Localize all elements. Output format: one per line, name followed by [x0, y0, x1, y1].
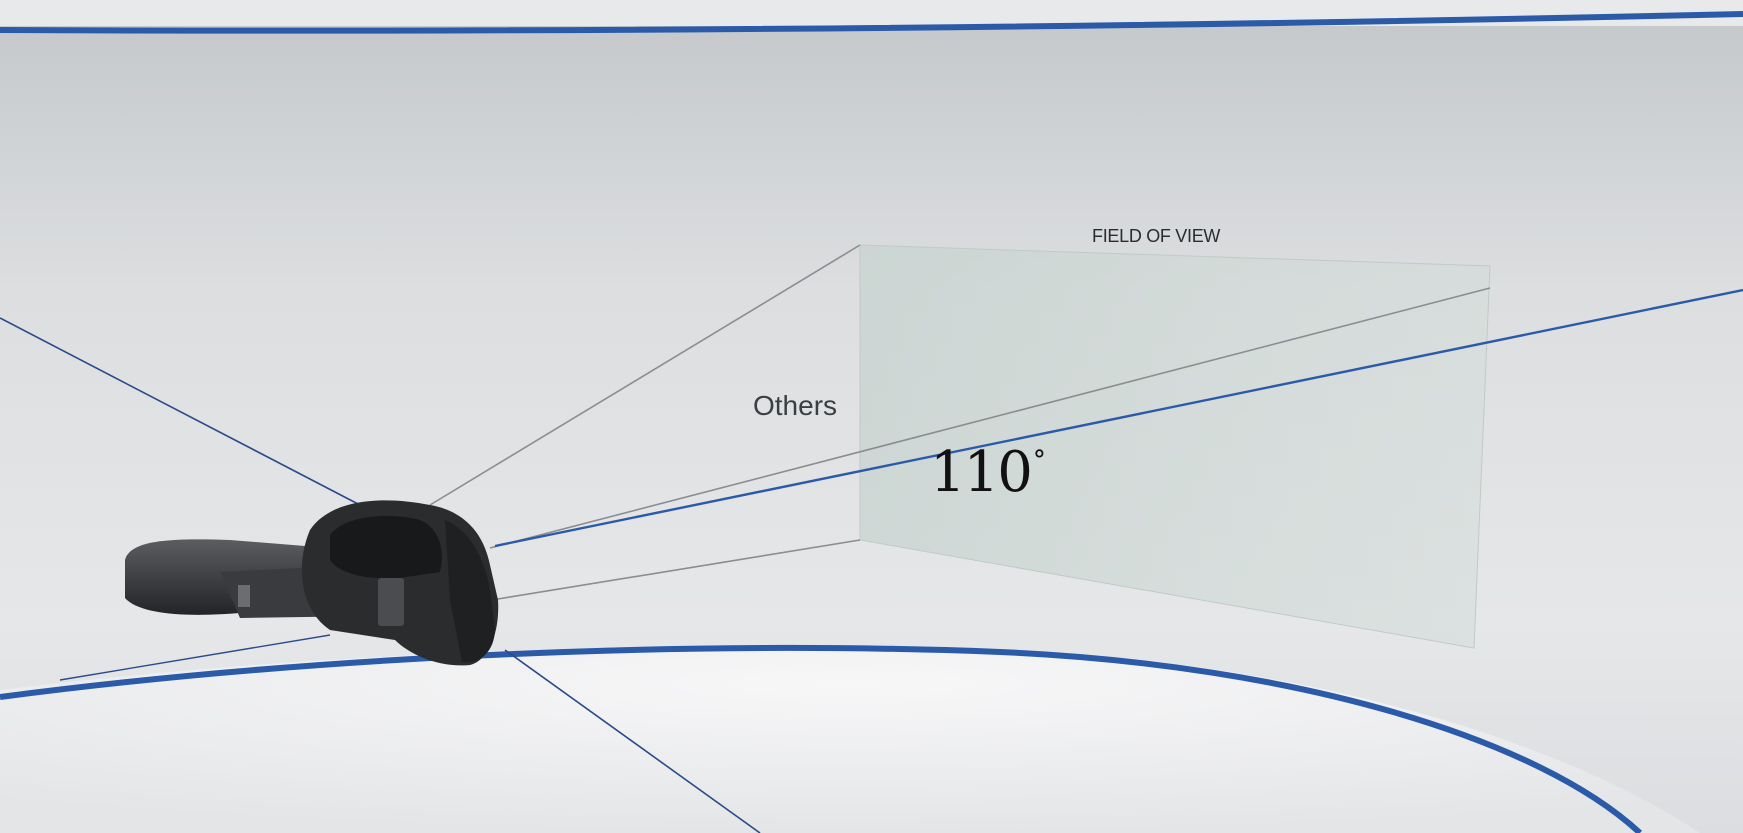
floor-platform	[0, 646, 1700, 833]
floor-blue-ring	[0, 645, 1643, 833]
others-line-bottom	[429, 539, 861, 611]
top-blue-line	[0, 11, 1743, 34]
fov-line-blue	[494, 288, 1743, 548]
guide-line-lower-left	[59, 634, 331, 681]
guide-line-left	[0, 317, 361, 506]
headset-lens-recess	[330, 515, 442, 579]
fov-angle-value: 110°	[930, 440, 1046, 505]
headset-clip	[378, 578, 404, 626]
guide-line-floor	[504, 649, 761, 833]
headset-front-face	[445, 520, 495, 663]
fov-line-top	[489, 287, 1491, 549]
fov-angle-number: 110	[930, 440, 1033, 505]
fov-title: FIELD OF VIEW	[1092, 226, 1221, 246]
headset-buckle	[238, 585, 250, 607]
others-label: Others	[753, 390, 838, 421]
degree-symbol: °	[1032, 446, 1046, 476]
vr-headset-icon	[125, 500, 499, 666]
fov-panel	[859, 244, 1491, 649]
others-line-top	[429, 244, 861, 506]
